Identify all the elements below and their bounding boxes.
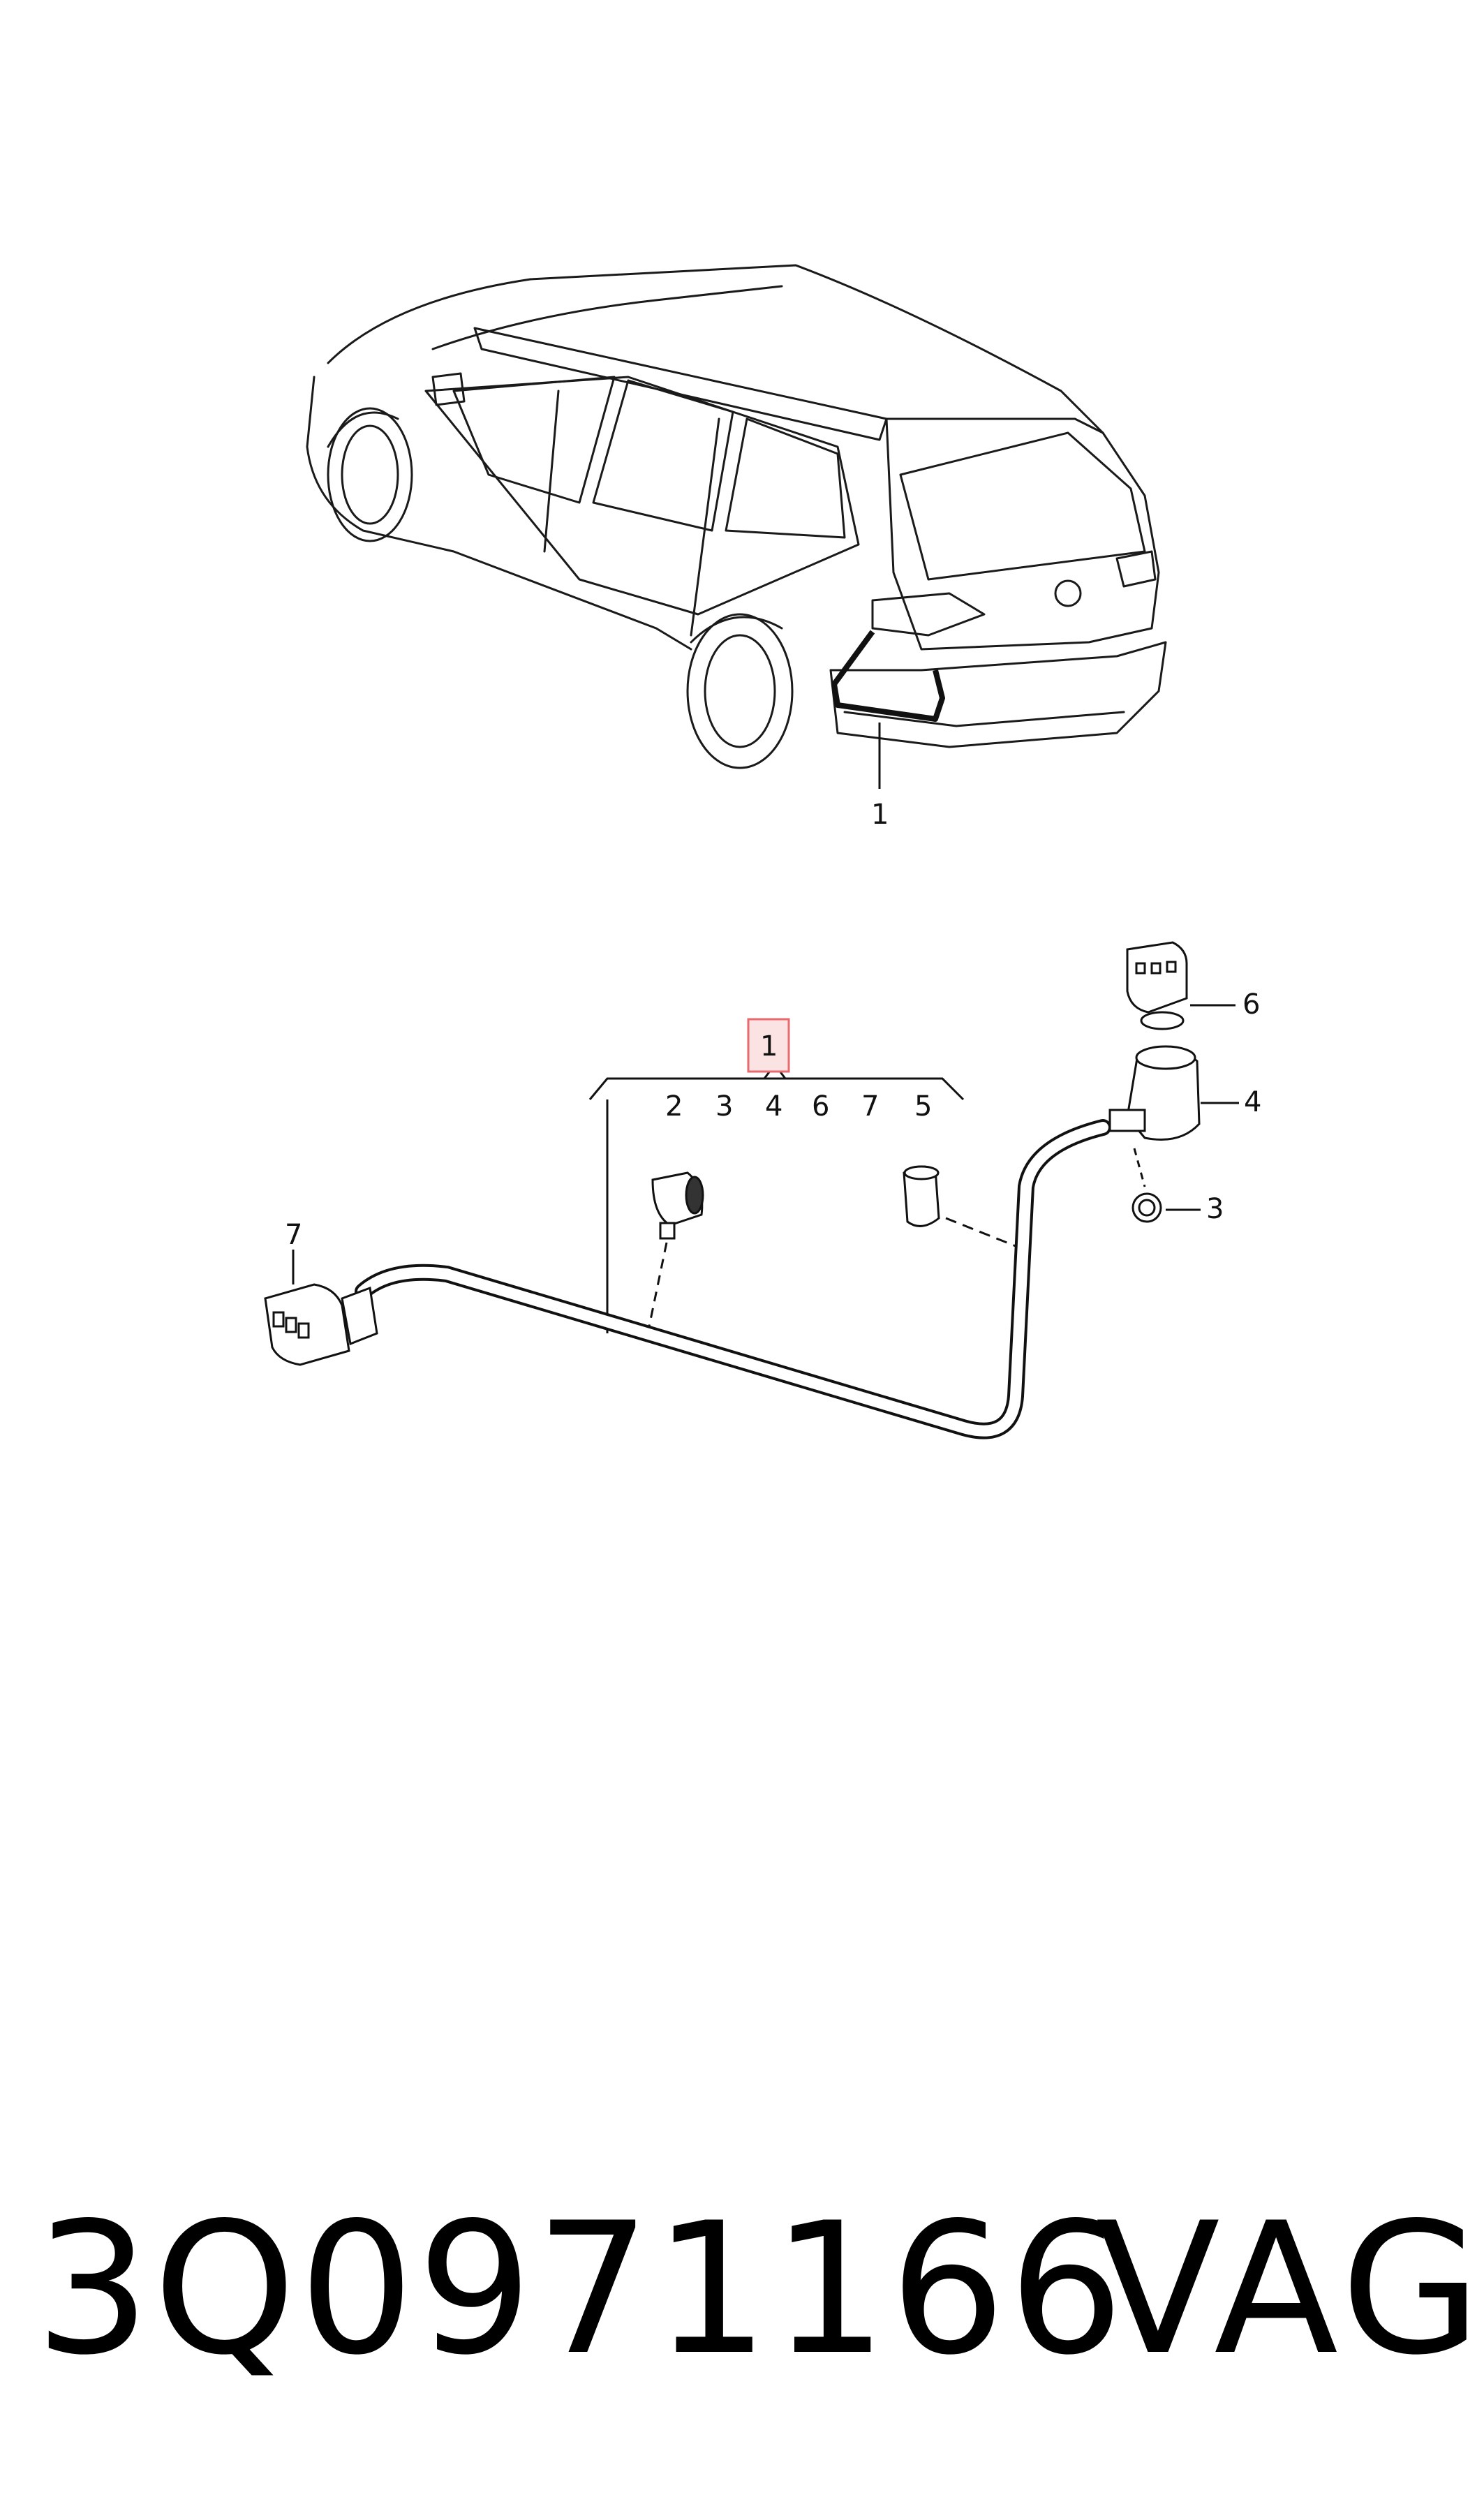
connector-right[interactable] xyxy=(1126,941,1188,1030)
part-number: 3Q0971166 xyxy=(35,2184,1127,2395)
bush-callout: 3 xyxy=(1206,1193,1224,1225)
connector-left-callout: 7 xyxy=(285,1219,302,1251)
group-number-3: 3 xyxy=(715,1090,733,1123)
bush-part[interactable] xyxy=(1131,1148,1162,1223)
grommet-housing-callout: 4 xyxy=(1244,1086,1261,1118)
sensor-part[interactable] xyxy=(648,1171,704,1327)
clip-part[interactable] xyxy=(903,1165,1016,1247)
car-harness-highlight xyxy=(831,630,945,722)
group-number-4: 4 xyxy=(765,1090,782,1123)
group-number-2: 2 xyxy=(665,1090,683,1123)
group-number-6: 6 xyxy=(812,1090,829,1123)
connector-right-callout: 6 xyxy=(1242,988,1260,1021)
group-callout-box[interactable] xyxy=(747,1018,790,1073)
car-illustration xyxy=(306,264,1167,769)
group-number-5: 5 xyxy=(914,1090,932,1123)
group-callout-label: 1 xyxy=(760,1030,778,1062)
connector-left[interactable] xyxy=(264,1283,378,1366)
brand-label: VAG xyxy=(1096,2184,1484,2395)
car-callout-label: 1 xyxy=(871,799,889,831)
grommet-housing[interactable] xyxy=(1108,1045,1201,1141)
group-number-7: 7 xyxy=(861,1090,879,1123)
